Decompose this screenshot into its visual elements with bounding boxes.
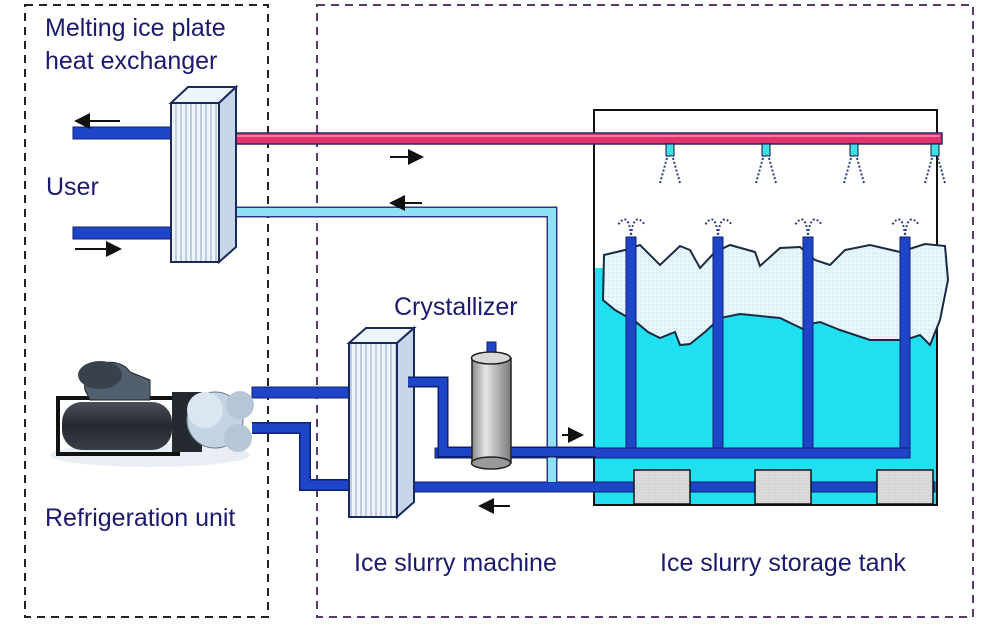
crystallizer-label: Crystallizer [394,293,518,321]
ice-slurry-machine-exchanger [251,325,596,520]
refrigeration-unit-label: Refrigeration unit [45,504,236,532]
user-label: User [46,173,99,201]
heat-exchanger-label-line2: heat exchanger [45,47,218,75]
refrigeration-unit-icon [50,361,254,467]
heat-exchanger-label-line1: Melting ice plate [45,14,226,42]
fountain-sprays [617,218,920,236]
flow-arrows [74,113,584,514]
hot-supply-pipe [227,132,943,145]
ice-slurry-machine-label: Ice slurry machine [354,549,557,577]
crystallizer [470,341,512,470]
tank-bottom-blocks [633,469,934,505]
riser-manifold [434,447,911,459]
left-frame [24,4,269,618]
melting-ice-plate-heat-exchanger [72,84,239,265]
right-frame [316,4,974,618]
storage-tank [593,109,950,506]
spray-patterns [659,157,946,184]
spray-nozzles [665,143,940,157]
storage-tank-label: Ice slurry storage tank [660,549,906,577]
